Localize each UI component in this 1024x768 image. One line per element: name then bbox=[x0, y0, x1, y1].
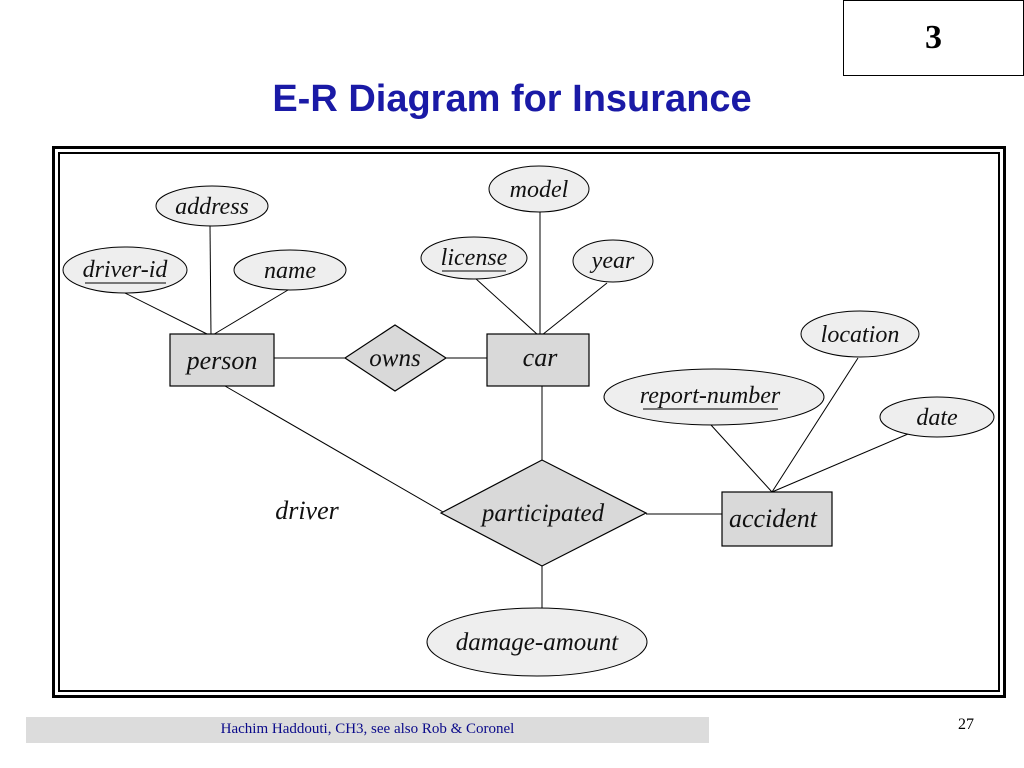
footer-bar bbox=[26, 717, 709, 743]
chapter-number-box: 3 bbox=[843, 0, 1024, 76]
entity-car-box bbox=[486, 333, 590, 387]
attribute-address: address bbox=[155, 185, 269, 227]
diagram-frame-outer bbox=[52, 146, 1006, 698]
attribute-model-ellipse bbox=[488, 165, 590, 213]
attribute-driver-id-label: driver-id bbox=[83, 257, 169, 283]
attribute-model: model bbox=[488, 165, 590, 213]
relationship-participated: participated bbox=[439, 459, 648, 567]
attribute-name-label: name bbox=[264, 258, 316, 284]
entity-car: car bbox=[486, 333, 590, 387]
entity-person-box bbox=[169, 333, 275, 387]
attribute-date-label: date bbox=[916, 405, 958, 431]
line-license-car bbox=[474, 277, 539, 336]
attribute-location-label: location bbox=[821, 322, 900, 348]
attribute-year-ellipse bbox=[572, 239, 654, 283]
attribute-model-label: model bbox=[510, 177, 569, 203]
relationship-owns: owns bbox=[343, 324, 448, 392]
attribute-name-ellipse bbox=[233, 249, 347, 291]
line-year-car bbox=[541, 282, 608, 336]
line-address-person bbox=[209, 224, 212, 337]
attribute-damage-amount-label: damage-amount bbox=[456, 629, 620, 656]
attribute-location-ellipse bbox=[800, 310, 920, 358]
line-name-person bbox=[210, 289, 289, 337]
relationship-owns-diamond bbox=[343, 324, 448, 392]
attribute-location: location bbox=[800, 310, 920, 358]
line-reportnumber-accident bbox=[710, 424, 773, 493]
attribute-license-ellipse bbox=[420, 236, 528, 280]
entity-accident: accident bbox=[721, 491, 833, 547]
relationship-participated-label: participated bbox=[480, 500, 605, 527]
attribute-report-number: report-number bbox=[603, 368, 825, 426]
attribute-date-ellipse bbox=[879, 396, 995, 438]
diagram-frame-inner bbox=[58, 152, 1000, 692]
relationship-participated-diamond bbox=[439, 459, 648, 567]
entity-car-label: car bbox=[523, 343, 559, 372]
attribute-driver-id: driver-id bbox=[62, 246, 188, 294]
role-label-driver: driver bbox=[275, 496, 339, 525]
line-date-accident bbox=[771, 433, 909, 493]
attribute-year: year bbox=[572, 239, 654, 283]
relationship-owns-label: owns bbox=[369, 345, 420, 372]
chapter-number: 3 bbox=[925, 19, 942, 56]
attribute-driver-id-ellipse bbox=[62, 246, 188, 294]
entity-accident-box bbox=[721, 491, 833, 547]
attribute-report-number-ellipse bbox=[603, 368, 825, 426]
attribute-address-ellipse bbox=[155, 185, 269, 227]
line-driverid-person bbox=[124, 292, 212, 337]
attribute-license: license bbox=[420, 236, 528, 280]
page-number: 27 bbox=[958, 716, 974, 733]
line-person-participated bbox=[224, 385, 444, 513]
connector-lines bbox=[124, 212, 909, 608]
line-location-accident bbox=[771, 357, 859, 493]
attribute-name: name bbox=[233, 249, 347, 291]
entity-accident-label: accident bbox=[729, 504, 818, 533]
entity-person-label: person bbox=[185, 346, 258, 375]
slide-title: E-R Diagram for Insurance bbox=[272, 78, 752, 120]
entity-person: person bbox=[169, 333, 275, 387]
attribute-damage-amount-ellipse bbox=[426, 607, 648, 677]
attribute-address-label: address bbox=[175, 194, 249, 220]
attribute-report-number-label: report-number bbox=[640, 383, 781, 409]
attribute-date: date bbox=[879, 396, 995, 438]
attribute-license-label: license bbox=[441, 245, 508, 271]
attribute-year-label: year bbox=[590, 248, 635, 274]
attribute-damage-amount: damage-amount bbox=[426, 607, 648, 677]
footer-text: Hachim Haddouti, CH3, see also Rob & Cor… bbox=[220, 721, 515, 737]
